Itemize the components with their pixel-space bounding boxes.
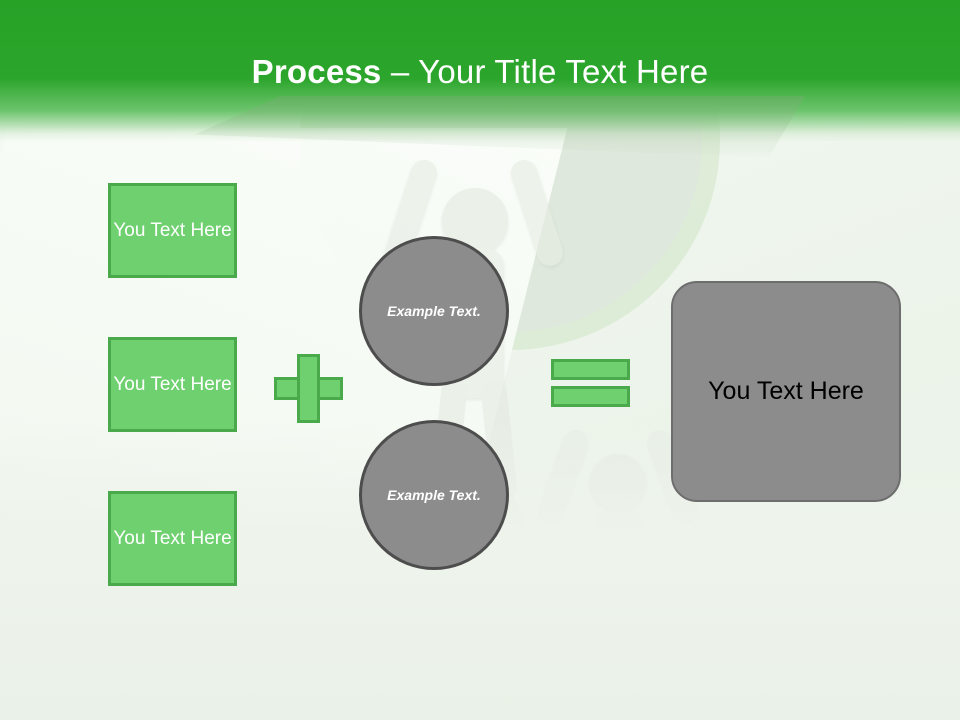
plus-icon — [274, 354, 343, 423]
input-box-1[interactable]: You Text Here — [108, 183, 237, 278]
input-box-2[interactable]: You Text Here — [108, 337, 237, 432]
example-circle-2[interactable]: Example Text. — [359, 420, 509, 570]
header-band — [0, 0, 960, 142]
example-circle-1-label: Example Text. — [387, 303, 481, 319]
equals-icon — [551, 359, 630, 407]
result-box[interactable]: You Text Here — [671, 281, 901, 502]
page-title-strong: Process — [251, 53, 382, 90]
input-box-3[interactable]: You Text Here — [108, 491, 237, 586]
page-title-rest: – Your Title Text Here — [381, 53, 709, 90]
page-title: Process – Your Title Text Here — [0, 52, 960, 92]
example-circle-2-label: Example Text. — [387, 487, 481, 503]
example-circle-1[interactable]: Example Text. — [359, 236, 509, 386]
